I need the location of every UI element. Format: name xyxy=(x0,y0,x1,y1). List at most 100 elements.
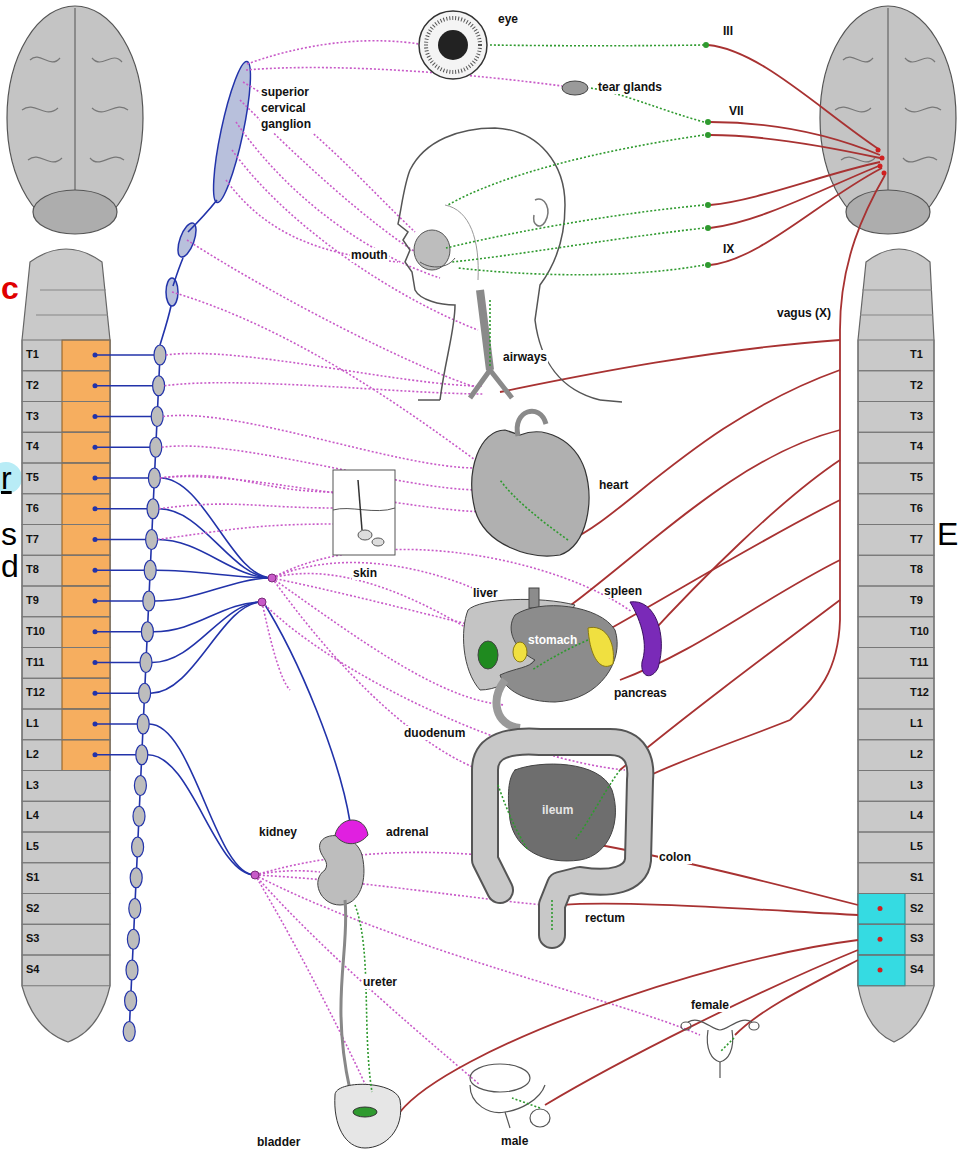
spinal-segment xyxy=(858,832,934,863)
stomach-illustration xyxy=(500,606,617,702)
parasympathetic-fiber xyxy=(790,175,885,720)
sympathetic-chain xyxy=(127,929,139,949)
spinal-segment-label: T11 xyxy=(910,656,928,669)
spinal-segment xyxy=(22,801,110,832)
postganglionic-sympathetic-fiber xyxy=(226,180,398,262)
postganglionic-parasympathetic-fiber xyxy=(498,785,528,850)
prevertebral-ganglion xyxy=(268,574,276,582)
spinal-segment xyxy=(858,924,934,955)
mouth-illustration xyxy=(420,258,455,267)
sympathetic-chain xyxy=(148,468,160,488)
organ-label: heart xyxy=(598,478,629,492)
organ-label: stomach xyxy=(528,633,577,647)
tear-gland-illustration xyxy=(562,81,588,95)
slide-highlight-circle xyxy=(0,462,22,494)
spinal-segment xyxy=(858,771,934,802)
kidney-illustration xyxy=(318,820,368,1090)
spinal-segment xyxy=(858,555,934,586)
spinal-segment-label: T12 xyxy=(910,686,929,699)
spinal-segment xyxy=(858,525,934,556)
postganglionic-sympathetic-fiber xyxy=(255,875,700,1035)
organ-label: liver xyxy=(472,586,499,600)
postganglionic-sympathetic-fiber xyxy=(255,875,370,1095)
superior-cervical-ganglion xyxy=(206,59,257,204)
head-outline xyxy=(398,128,600,400)
sympathetic-chain xyxy=(130,868,142,888)
parasympathetic-ganglion xyxy=(705,132,711,138)
spinal-segment-label: S4 xyxy=(910,963,923,976)
sympathetic-chain xyxy=(151,407,163,427)
sympathetic-chain xyxy=(129,899,141,919)
spinal-segment xyxy=(858,894,934,925)
organ-label: bladder xyxy=(256,1135,301,1149)
organ-label: male xyxy=(500,1134,529,1148)
sympathetic-chain xyxy=(134,776,146,796)
female-illustration xyxy=(719,1062,720,1078)
parasympathetic-fiber xyxy=(640,720,790,780)
spinal-segment-label: S1 xyxy=(910,871,923,884)
eye-illustration xyxy=(419,11,487,79)
stomach-illustration xyxy=(529,588,539,608)
heart-illustration xyxy=(472,411,589,556)
postganglionic-sympathetic-fiber xyxy=(165,383,484,394)
pancreas-illustration xyxy=(588,627,613,666)
sympathetic-chain xyxy=(133,806,145,826)
spinal-segment xyxy=(22,955,110,986)
superior-cervical-ganglion xyxy=(166,59,258,306)
sympathetic-chain xyxy=(144,560,156,580)
spinal-segment-label: T1 xyxy=(910,348,923,361)
postganglionic-parasympathetic-fiber xyxy=(575,770,620,840)
spinal-segment-label: L1 xyxy=(910,717,923,730)
organ-label: skin xyxy=(352,566,378,580)
spinal-segment-label: L2 xyxy=(26,748,39,761)
sympathetic-chain xyxy=(139,683,151,703)
parasympathetic-fiber xyxy=(735,960,858,1035)
airways-illustration xyxy=(480,290,490,370)
postganglionic-parasympathetic-fiber xyxy=(458,265,704,275)
intestine-illustration xyxy=(485,742,640,935)
pancreas-illustration xyxy=(513,627,613,666)
postganglionic-parasympathetic-fiber xyxy=(452,228,704,262)
preganglionic-sympathetic-fiber xyxy=(95,200,350,875)
preganglionic-sympathetic-fiber xyxy=(152,602,262,663)
spinal-segment xyxy=(878,906,883,911)
spinal-segment-label: S2 xyxy=(910,902,923,915)
spinal-segment-label: T8 xyxy=(26,563,39,576)
cranial-nerve-label: VII xyxy=(728,104,745,118)
parasympathetic-ganglion xyxy=(705,119,711,125)
prevertebral-ganglion xyxy=(251,871,259,879)
organ-label: pancreas xyxy=(613,686,668,700)
spinal-segment-label: T10 xyxy=(910,625,929,638)
preganglionic-sympathetic-fiber xyxy=(95,631,141,633)
preganglionic-sympathetic-fiber xyxy=(95,385,153,387)
slide-text-fragment: E xyxy=(937,518,958,550)
skin-illustration xyxy=(372,538,384,546)
sympathetic-chain xyxy=(143,591,155,611)
postganglionic-sympathetic-fiber xyxy=(247,41,419,64)
preganglionic-sympathetic-fiber xyxy=(95,446,150,448)
parasympathetic-fiber xyxy=(590,500,840,640)
spinal-segment-label: S2 xyxy=(26,902,39,915)
spinal-segment xyxy=(858,863,934,894)
slide-text-fragment: r xyxy=(1,462,12,494)
male-illustration xyxy=(470,1064,550,1128)
spinal-segment xyxy=(22,924,110,955)
preganglionic-sympathetic-fiber xyxy=(95,416,151,418)
parasympathetic-fiber xyxy=(545,950,858,1105)
male-illustration xyxy=(470,1064,530,1092)
preganglionic-sympathetic-fiber xyxy=(95,508,147,510)
organ-label: female xyxy=(690,998,730,1012)
postganglionic-sympathetic-fiber xyxy=(262,602,290,690)
spinal-segment-label: T5 xyxy=(910,471,923,484)
female-illustration xyxy=(681,1022,691,1030)
organ-label: eye xyxy=(497,12,519,26)
spinal-segment xyxy=(858,402,934,433)
organ-label: ileum xyxy=(542,803,573,817)
postganglionic-sympathetic-fiber xyxy=(172,292,478,462)
spinal-segment-label: L3 xyxy=(26,779,39,792)
brain xyxy=(7,6,956,234)
organ-label: mouth xyxy=(350,248,389,262)
spinal-segment-label: T10 xyxy=(26,625,45,638)
male-illustration xyxy=(505,1112,510,1128)
eye-illustration xyxy=(438,30,468,60)
